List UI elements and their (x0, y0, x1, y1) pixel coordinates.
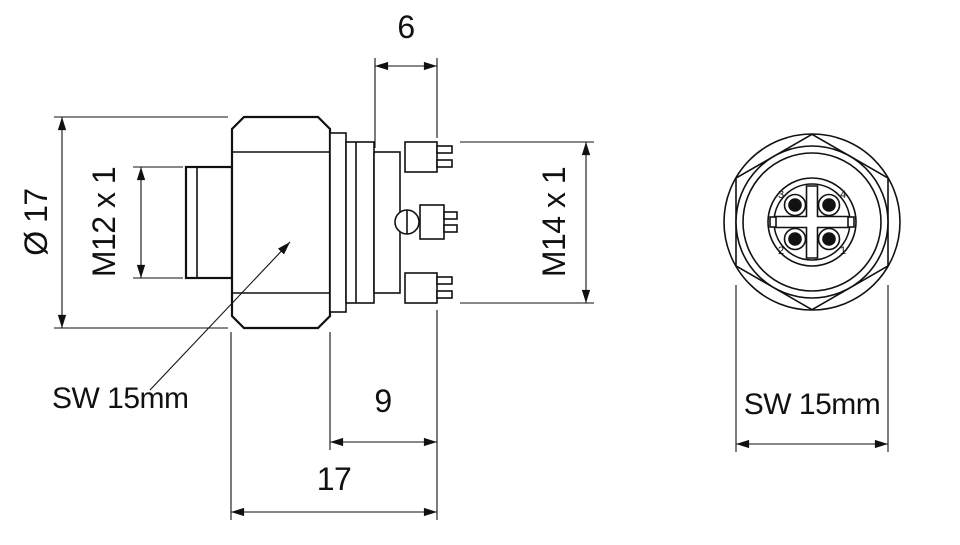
terminal-bottom (404, 272, 438, 304)
dim-diameter-label: Ø 17 (18, 188, 54, 255)
pin-number-bottom-right: 1 (840, 245, 846, 257)
dim-top: 6 (374, 9, 438, 148)
pin-number-top-left: 3 (778, 189, 784, 201)
solder-terminals (394, 141, 458, 304)
hex-body (230, 115, 332, 330)
mounting-thread (345, 141, 375, 304)
dim-m12-label: M12 x 1 (86, 167, 122, 277)
dim-m12: M12 x 1 (86, 166, 183, 279)
dim-m14-label: M14 x 1 (536, 167, 572, 277)
flange-ring (329, 132, 347, 313)
contact-pin (822, 232, 836, 246)
side-view: Ø 17 M12 x 1 M14 x 1 6 9 (18, 9, 594, 520)
dim-length-label: 17 (317, 461, 352, 497)
terminal-middle-fork-a (443, 211, 458, 220)
terminal-top (404, 141, 438, 173)
wrench-label: SW 15mm (52, 382, 189, 415)
contact-pin (788, 198, 802, 212)
cross-rib (775, 185, 849, 259)
contacts: 3 4 1 2 (778, 189, 846, 257)
front-cylinder (184, 165, 234, 280)
dim-diameter: Ø 17 (18, 116, 228, 329)
pin-number-top-right: 4 (840, 189, 846, 201)
terminal-middle-fork-b (443, 224, 458, 233)
dim-top-label: 6 (397, 9, 414, 45)
contact-pin (788, 232, 802, 246)
terminal-bottom-fork-b (436, 290, 453, 299)
terminal-top-fork-b (436, 159, 453, 168)
dim-wrench-front: SW 15mm (735, 285, 889, 452)
pin-number-bottom-left: 2 (778, 245, 784, 257)
leader-line (149, 241, 291, 391)
terminal-top-fork-a (436, 145, 453, 154)
front-view: 3 4 1 2 SW 15mm (723, 133, 901, 452)
dim-length: 17 (230, 332, 437, 520)
dim-mid: 9 (329, 310, 438, 520)
dim-m14: M14 x 1 (460, 141, 594, 304)
terminal-bottom-fork-a (436, 276, 453, 285)
dim-mid-label: 9 (374, 383, 391, 419)
terminal-middle (419, 204, 445, 240)
wrench-callout: SW 15mm (52, 241, 291, 415)
contact-pin (822, 198, 836, 212)
wrench-front-label: SW 15mm (744, 388, 881, 421)
